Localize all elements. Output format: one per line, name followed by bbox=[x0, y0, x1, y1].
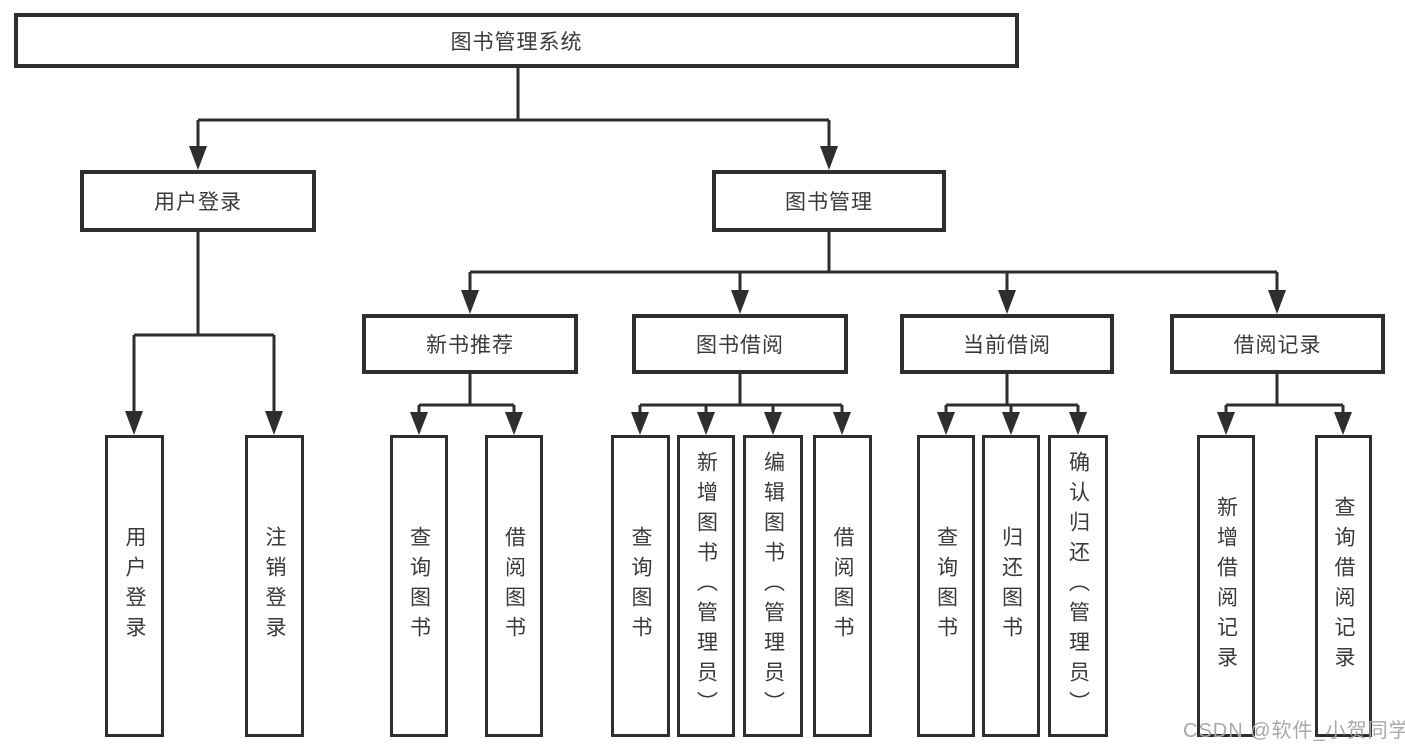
node-leaf-query-books-2: 查询图书 bbox=[611, 435, 670, 737]
arrowhead bbox=[820, 146, 838, 170]
node-leaf-query-books-3: 查询图书 bbox=[917, 435, 975, 737]
node-leaf-edit-books-admin: 编辑图书（管理员） bbox=[743, 435, 803, 737]
arrowhead bbox=[125, 411, 143, 435]
arrowhead bbox=[1217, 412, 1235, 435]
arrowhead bbox=[461, 290, 479, 314]
node-leaf-borrow-books-1: 借阅图书 bbox=[485, 435, 543, 737]
arrowhead bbox=[1069, 412, 1087, 435]
arrowhead bbox=[265, 411, 283, 435]
node-current-borrow: 当前借阅 bbox=[900, 314, 1114, 374]
node-borrow-records: 借阅记录 bbox=[1170, 314, 1385, 374]
node-user-login: 用户登录 bbox=[80, 170, 316, 232]
node-leaf-return-books: 归还图书 bbox=[982, 435, 1040, 737]
node-leaf-add-books-admin: 新增图书（管理员） bbox=[677, 435, 735, 737]
arrowhead bbox=[410, 412, 428, 435]
node-leaf-query-books-1: 查询图书 bbox=[390, 435, 448, 737]
arrowhead bbox=[1268, 290, 1286, 314]
arrowhead bbox=[631, 412, 649, 435]
arrowhead bbox=[833, 412, 851, 435]
node-new-book-recommend: 新书推荐 bbox=[362, 314, 578, 374]
arrowhead bbox=[1002, 412, 1020, 435]
node-book-borrow: 图书借阅 bbox=[632, 314, 848, 374]
arrowhead bbox=[998, 290, 1016, 314]
arrowhead bbox=[697, 412, 715, 435]
csdn-watermark: CSDN @软件_小贺同学 bbox=[1183, 720, 1405, 742]
node-root: 图书管理系统 bbox=[14, 13, 1019, 68]
node-leaf-add-borrow-record: 新增借阅记录 bbox=[1197, 435, 1255, 737]
arrowhead bbox=[1334, 412, 1352, 435]
node-leaf-confirm-return-admin: 确认归还（管理员） bbox=[1048, 435, 1108, 737]
node-book-management: 图书管理 bbox=[712, 170, 946, 232]
arrowhead bbox=[731, 290, 749, 314]
node-leaf-user-login: 用户登录 bbox=[105, 435, 164, 737]
arrowhead bbox=[505, 412, 523, 435]
arrowhead bbox=[764, 412, 782, 435]
arrowhead bbox=[937, 412, 955, 435]
node-leaf-borrow-books-2: 借阅图书 bbox=[813, 435, 872, 737]
arrowhead bbox=[189, 146, 207, 170]
node-leaf-query-borrow-record: 查询借阅记录 bbox=[1315, 435, 1372, 737]
node-leaf-logout: 注销登录 bbox=[245, 435, 304, 737]
